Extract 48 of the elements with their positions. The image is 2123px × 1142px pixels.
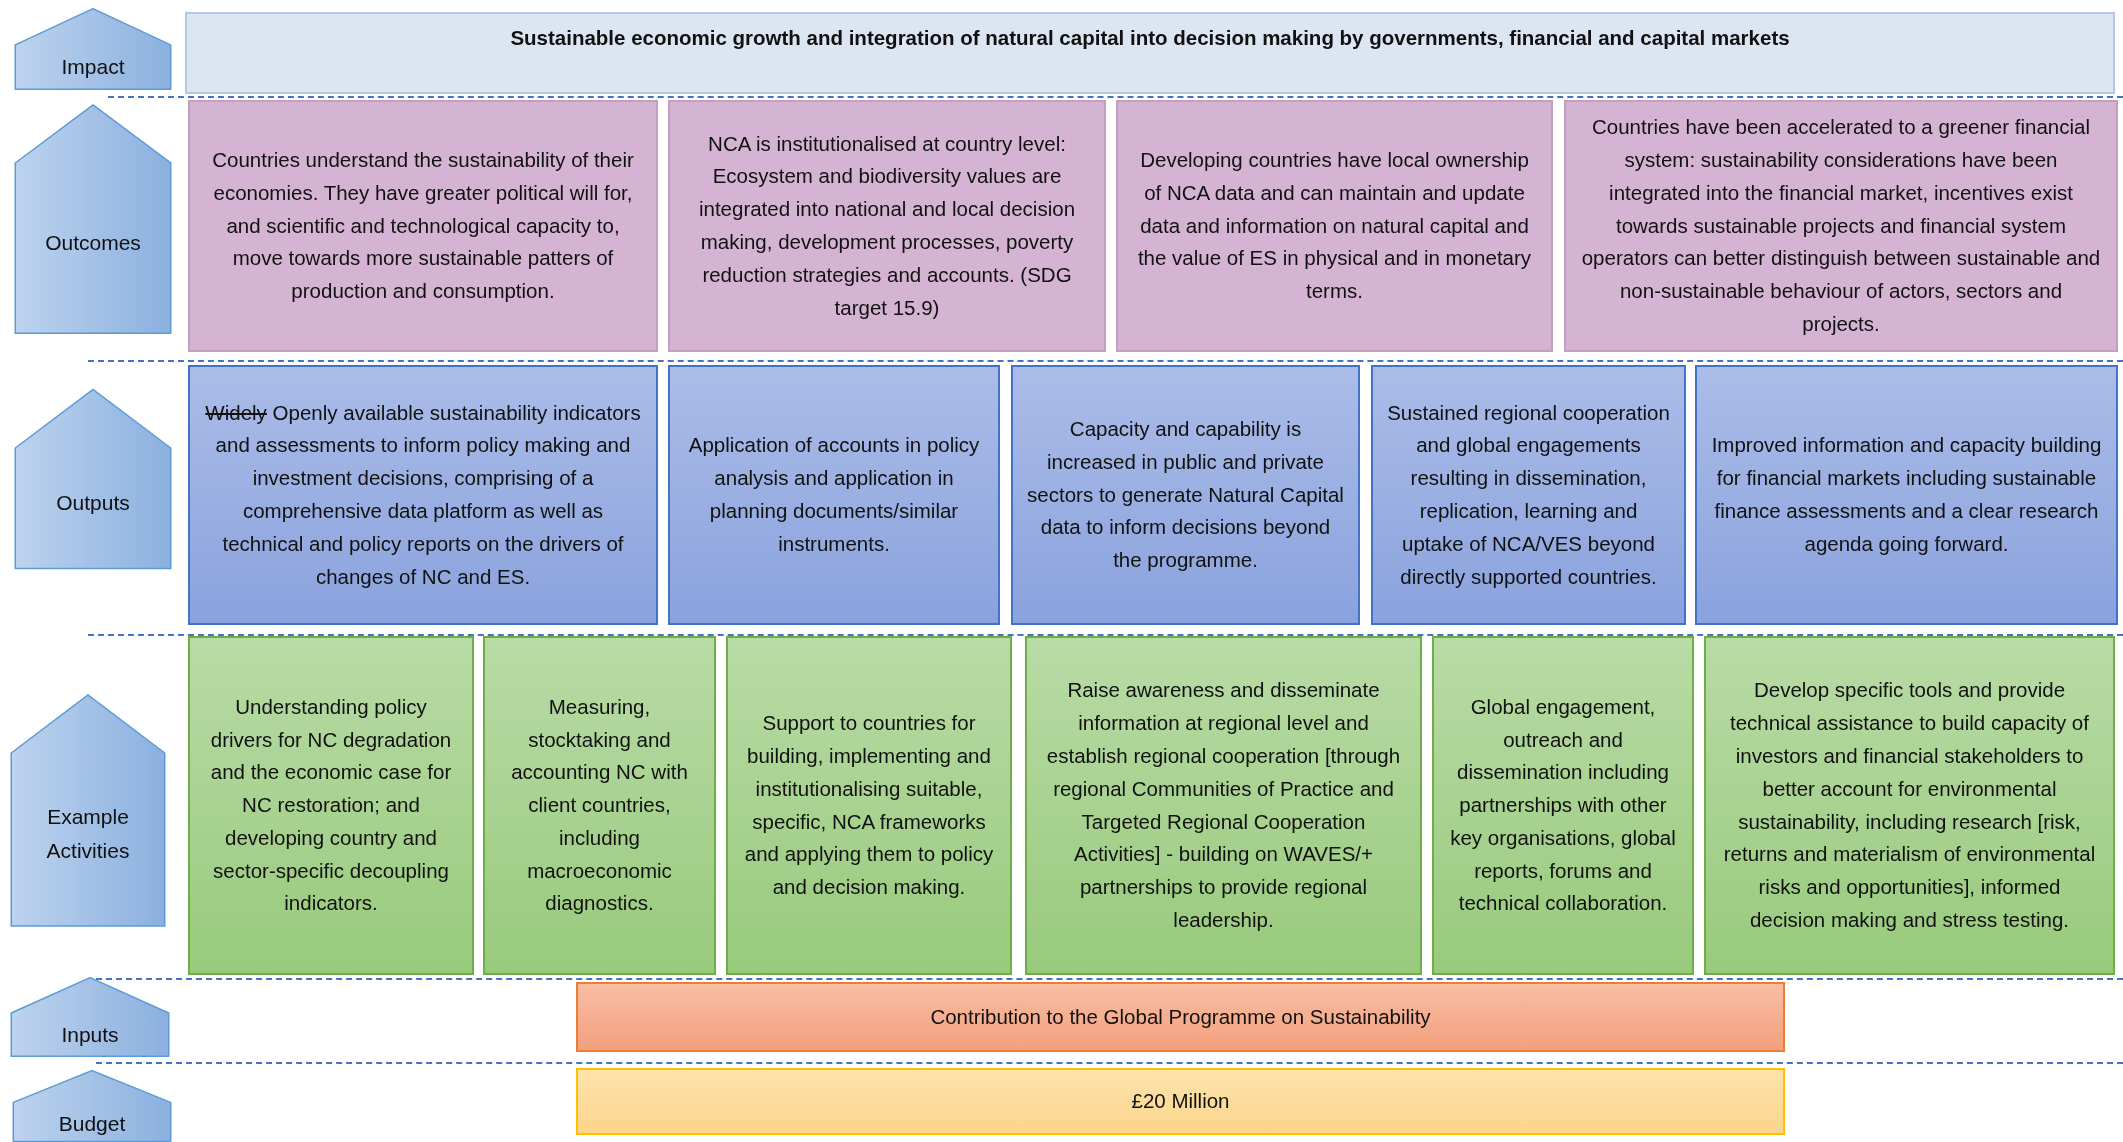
box-text: Contribution to the Global Programme on Sustainability [930,1003,1431,1030]
output-box [188,365,658,625]
box-text: Countries understand the sustainability of their economies. They have greater political will for, and scientific and technological capacity to, move towards more sustainable patters of production and consumption. [211,147,635,305]
activity-box [726,636,1012,975]
output-box [1011,365,1360,625]
box-text: Developing countries have local ownership of NCA data and can maintain and update data and information on natural capital and the value of ES in physical and in monetary terms. [1136,147,1533,305]
box-text: Capacity and capability is increased in public and private sectors to generate Natural Capital data to inform decisions beyond the programme. [1027,416,1344,574]
outcome-box [188,100,658,352]
level-label [14,103,172,335]
box-text: £20 Million [1131,1088,1230,1115]
level-name: Impact [61,53,125,80]
level-name: Inputs [61,1021,119,1048]
activity-box [1432,636,1694,975]
level-label [14,388,172,570]
level-name: Example Activities [45,804,131,864]
box-text: Sustained regional cooperation and global engagements resulting in dissemination, replication, learning and uptake of NCA/VES beyond directly supported countries. [1387,399,1670,590]
level-label [10,977,170,1057]
level-name: Outcomes [45,229,141,256]
box-text: Countries have been accelerated to a greener financial system: sustainability considerations have been integrated into the financial market, incentives exist towards sustainable projects and financial system operators can better distinguish between sustainable and non-sustainable behaviour of actors, sectors and projects. [1580,114,2102,337]
activity-box [188,636,474,975]
level-name: Outputs [56,489,130,516]
output-box [668,365,1000,625]
box-text: NCA is institutionalised at country level: Ecosystem and biodiversity values are integrated into national and local decision making, development processes, poverty reduction strategies and accounts. (SDG target 15.9) [697,130,1077,321]
activity-box [483,636,716,975]
box-text: Raise awareness and disseminate information at regional level and establish regional cooperation [through regional Communities of Practice and Targeted Regional Cooperation Activities] - building on WAVES/+ partnerships to provide regional leadership. [1045,677,1402,933]
outcome-box [1564,100,2118,352]
activity-box [1025,636,1422,975]
box-text: Develop specific tools and provide technical assistance to build capacity of investors and financial stakeholders to better account for environmental sustainability, including research [risk, returns and materialism of environmental risks and opportunities], informed decision making and stress testing. [1722,677,2097,933]
impact-box [185,12,2115,94]
level-label [12,1070,172,1142]
level-label [10,693,166,928]
box-text: Understanding policy drivers for NC degradation and the economic case for NC restoration; and developing country and sector-specific decoupling indicators. [209,693,453,917]
output-box [1695,365,2118,625]
box-text: Widely Openly available sustainability indicators and assessments to inform policy making and investment decisions, comprising of a comprehensive data platform as well as technical and policy reports on the drivers of changes of NC and ES. [204,399,642,590]
impact-statement: Sustainable economic growth and integration of natural capital into decision making by governments, financial and capital markets [510,25,1790,51]
output-box [1371,365,1686,625]
box-text: Measuring, stocktaking and accounting NC with client countries, including macroeconomic diagnostics. [510,693,689,917]
level-label [14,8,172,90]
box-text: Support to countries for building, implementing and institutionalising suitable, specific, NCA frameworks and applying them to policy and decision making. [743,710,995,901]
level-name: Budget [58,1110,126,1137]
outcome-box [1116,100,1553,352]
budget-box [576,1068,1785,1135]
box-text: Improved information and capacity building for financial markets including sustainable finance assessments and a clear research agenda going forward. [1711,432,2102,557]
outcome-box [668,100,1106,352]
activity-box [1704,636,2115,975]
input-box [576,982,1785,1052]
box-text: Global engagement, outreach and dissemination including partnerships with other key organisations, global reports, forums and technical collaboration. [1449,693,1677,917]
box-text: Application of accounts in policy analysis and application in planning documents/similar instruments. [687,432,981,557]
